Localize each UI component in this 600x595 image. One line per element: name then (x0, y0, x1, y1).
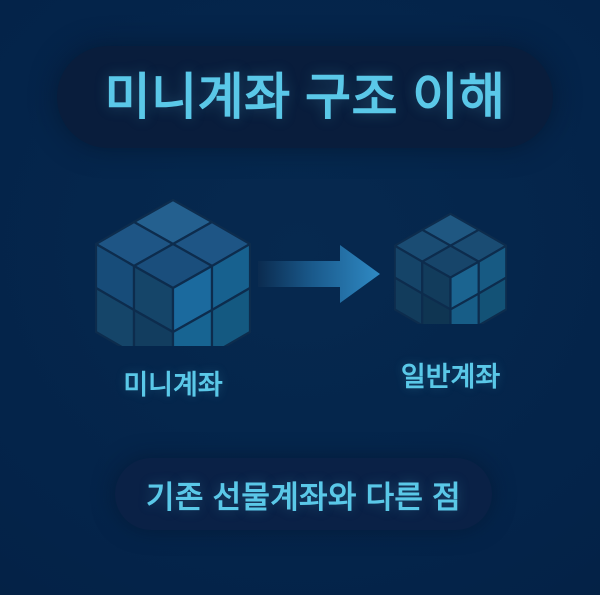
source-account-label: 미니계좌 (123, 370, 223, 400)
target-account-group: 일반계좌 (393, 208, 508, 392)
source-account-group: 미니계좌 (94, 198, 252, 400)
callout-pill[interactable]: 기존 선물계좌와 다른 점 (115, 458, 492, 530)
arrow-right-icon (258, 245, 380, 303)
target-account-label: 일반계좌 (400, 362, 501, 392)
diagram-area: 미니계좌 (0, 190, 600, 400)
title-pill: 미니계좌 구조 이해 (57, 46, 553, 148)
cube-icon (94, 198, 252, 378)
cube-icon (393, 212, 508, 343)
callout-label: 기존 선물계좌와 다른 점 (146, 479, 461, 515)
page-title: 미니계좌 구조 이해 (104, 69, 506, 125)
